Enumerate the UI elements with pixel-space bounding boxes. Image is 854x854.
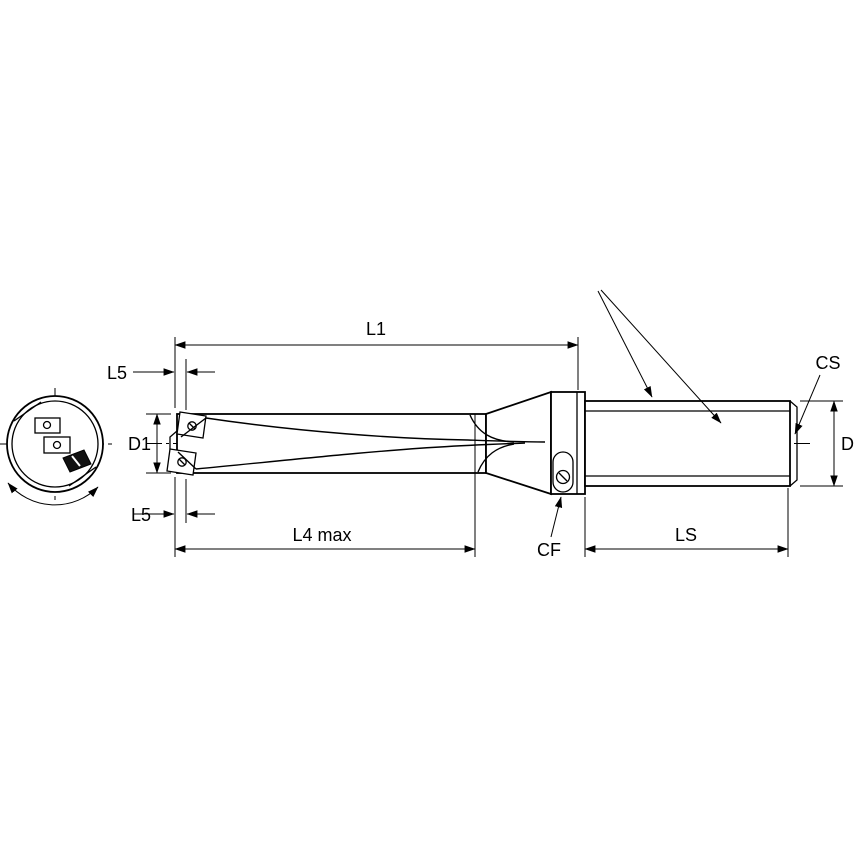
flute-curve-bottom — [195, 442, 526, 470]
callout-cf: CF — [537, 496, 563, 560]
cs-leader-line — [794, 374, 821, 435]
callout-cs: CS — [794, 353, 841, 435]
top-insert-screw-slot — [188, 422, 196, 430]
l5-bottom-label: L5 — [131, 505, 151, 525]
flange-screw-slot — [558, 472, 568, 482]
l1-label: L1 — [366, 319, 386, 339]
cf-label: CF — [537, 540, 561, 560]
shank-flat-leader-1 — [597, 290, 653, 398]
tip-edge-bottom — [177, 451, 197, 470]
dimension-d: D — [800, 400, 854, 487]
dimension-l1: L1 — [174, 319, 579, 408]
l4-max-label: L4 max — [292, 525, 351, 545]
cf-leader-line — [550, 496, 563, 538]
front-view-center-insert — [43, 436, 71, 454]
front-view-flute-edge-1 — [13, 401, 42, 422]
dimension-l5-bottom: L5 — [131, 479, 215, 525]
flute-end-bottom — [477, 443, 515, 473]
bottom-insert-screw-slot — [178, 458, 186, 466]
dimension-d1: D1 — [128, 413, 171, 474]
front-view-center-insert-screw — [52, 440, 62, 450]
rotation-direction-arc-arrow — [7, 482, 99, 506]
cs-label: CS — [815, 353, 840, 373]
shank-flat-leader-2 — [600, 289, 722, 424]
front-view-inner-insert — [34, 417, 61, 434]
flute-end-top — [469, 414, 515, 443]
dimension-ls: LS — [584, 488, 789, 557]
shank — [584, 400, 791, 487]
tip-edge-top — [180, 417, 207, 438]
ls-label: LS — [675, 525, 697, 545]
drill-body — [176, 413, 487, 474]
front-view — [0, 388, 112, 506]
d-label: D — [841, 434, 854, 454]
shank-flat-leaders — [597, 289, 722, 424]
side-view — [146, 390, 814, 496]
shank-end-chamfer — [789, 400, 798, 487]
dimension-l4-max: L4 max — [174, 414, 476, 557]
dimension-l5-top: L5 — [107, 359, 215, 410]
bottom-insert-screw — [177, 457, 187, 467]
d1-label: D1 — [128, 434, 151, 454]
front-view-peripheral-insert-slot — [71, 455, 81, 467]
front-view-inner-insert-screw — [42, 420, 52, 430]
l5-top-label: L5 — [107, 363, 127, 383]
